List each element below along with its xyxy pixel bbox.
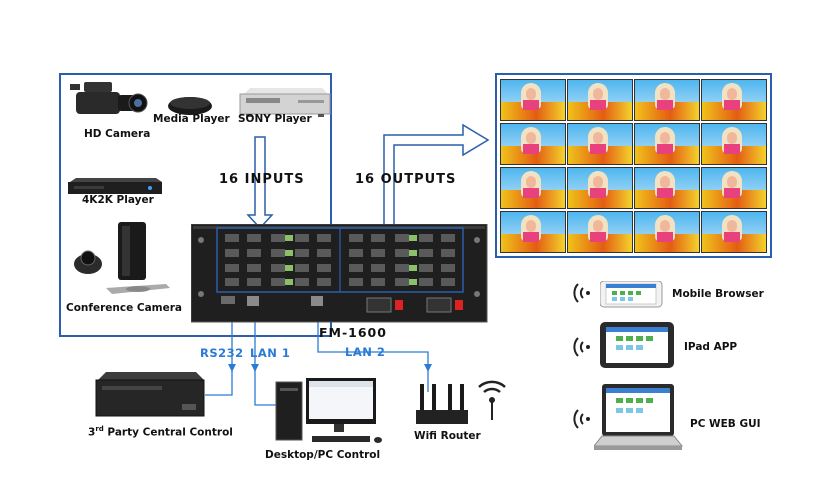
conference-camera-label: Conference Camera [66,302,182,314]
video-wall-screen [567,123,633,165]
video-wall-screen [500,79,566,121]
video-wall-screen [500,123,566,165]
4k2k-player-label: 4K2K Player [82,194,154,206]
lan1-line [254,306,278,406]
outputs-label: 16 OUTPUTS [355,172,457,187]
video-wall-screen [634,79,700,121]
wifi-signal-icon [573,337,590,357]
sources-frame [59,73,332,337]
video-wall-screen [701,79,767,121]
sony-player-icon [239,88,331,117]
rs232-line [205,306,233,396]
video-wall-screen [567,211,633,253]
inputs-label: 16 INPUTS [219,172,305,187]
media-player-label: Media Player [153,113,230,125]
pc-web-gui-label: PC WEB GUI [690,418,761,430]
desktop-pc-icon [275,378,382,443]
media-player-icon [168,97,212,115]
outputs-arrow [383,123,490,229]
mobile-phone-icon [600,281,663,308]
laptop-icon [594,384,684,450]
wifi-signal-icon [573,283,590,303]
central-control-label: 3rd Party Central Control [88,425,233,439]
lan1-label: LAN 1 [250,346,291,360]
rs232-label: RS232 [200,346,244,360]
video-wall-screen [567,79,633,121]
lan1-arrow [251,364,259,372]
video-wall-screen [701,123,767,165]
video-wall-screen [634,123,700,165]
mobile-browser-label: Mobile Browser [672,288,764,300]
4k2k-player-icon [68,178,162,194]
hd-camera-label: HD Camera [84,128,151,140]
ipad-app-label: IPad APP [684,341,738,353]
lan2-label: LAN 2 [345,345,386,359]
wifi-signal-icon [573,409,590,429]
wifi-router-label: Wifi Router [414,430,481,442]
sony-player-label: SONY Player [238,113,312,125]
ipad-icon [600,322,674,368]
video-wall-screen [500,211,566,253]
video-wall-screen [500,167,566,209]
matrix-chassis [191,224,488,323]
device-model-label: FM-1600 [319,325,387,340]
video-wall-screen [634,167,700,209]
wifi-router-icon [416,380,506,424]
video-wall-screen [567,167,633,209]
video-wall-screen [701,211,767,253]
desktop-pc-label: Desktop/PC Control [265,449,381,461]
lan2-arrow [424,364,432,372]
inputs-arrow [246,136,274,230]
video-wall-screen [634,211,700,253]
video-wall [496,74,771,257]
central-control-icon [95,372,205,417]
video-wall-screen [701,167,767,209]
hd-camera-icon [70,82,148,114]
rs232-arrow [228,364,236,372]
conference-camera-icon [74,222,170,294]
